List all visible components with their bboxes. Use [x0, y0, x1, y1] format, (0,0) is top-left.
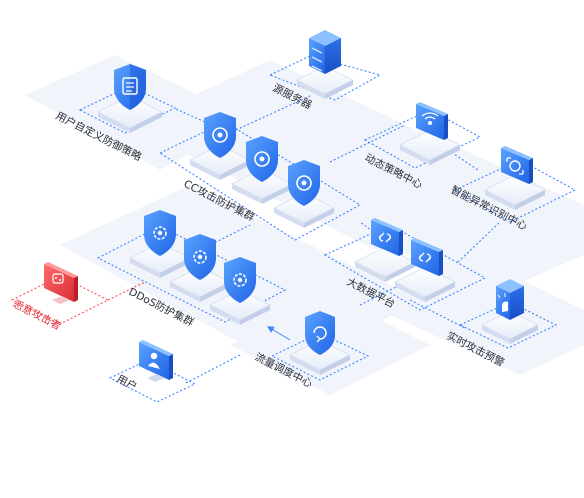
shield-doc-icon [114, 64, 146, 110]
traffic-cycle-icon [305, 311, 335, 355]
label-attacker: 恶意攻击者 [11, 297, 64, 332]
shield-gear-icon [144, 210, 176, 256]
group-frames [10, 55, 577, 403]
screen-link-icon [411, 238, 443, 276]
shield-target-icon [246, 136, 278, 182]
user-screen-icon [139, 340, 173, 382]
server-icon [309, 30, 341, 74]
alert-server-icon [496, 279, 524, 320]
wifi-screen-icon [416, 102, 448, 140]
screen-scan-icon [501, 146, 533, 184]
shield-target-icon [204, 112, 236, 158]
shield-gear-icon [184, 234, 216, 280]
screen-link-icon [371, 218, 403, 256]
shield-target-icon [288, 160, 320, 206]
attacker-screen-icon [44, 262, 78, 304]
shield-gear-icon [224, 257, 256, 303]
label-user: 用户 [115, 372, 140, 393]
